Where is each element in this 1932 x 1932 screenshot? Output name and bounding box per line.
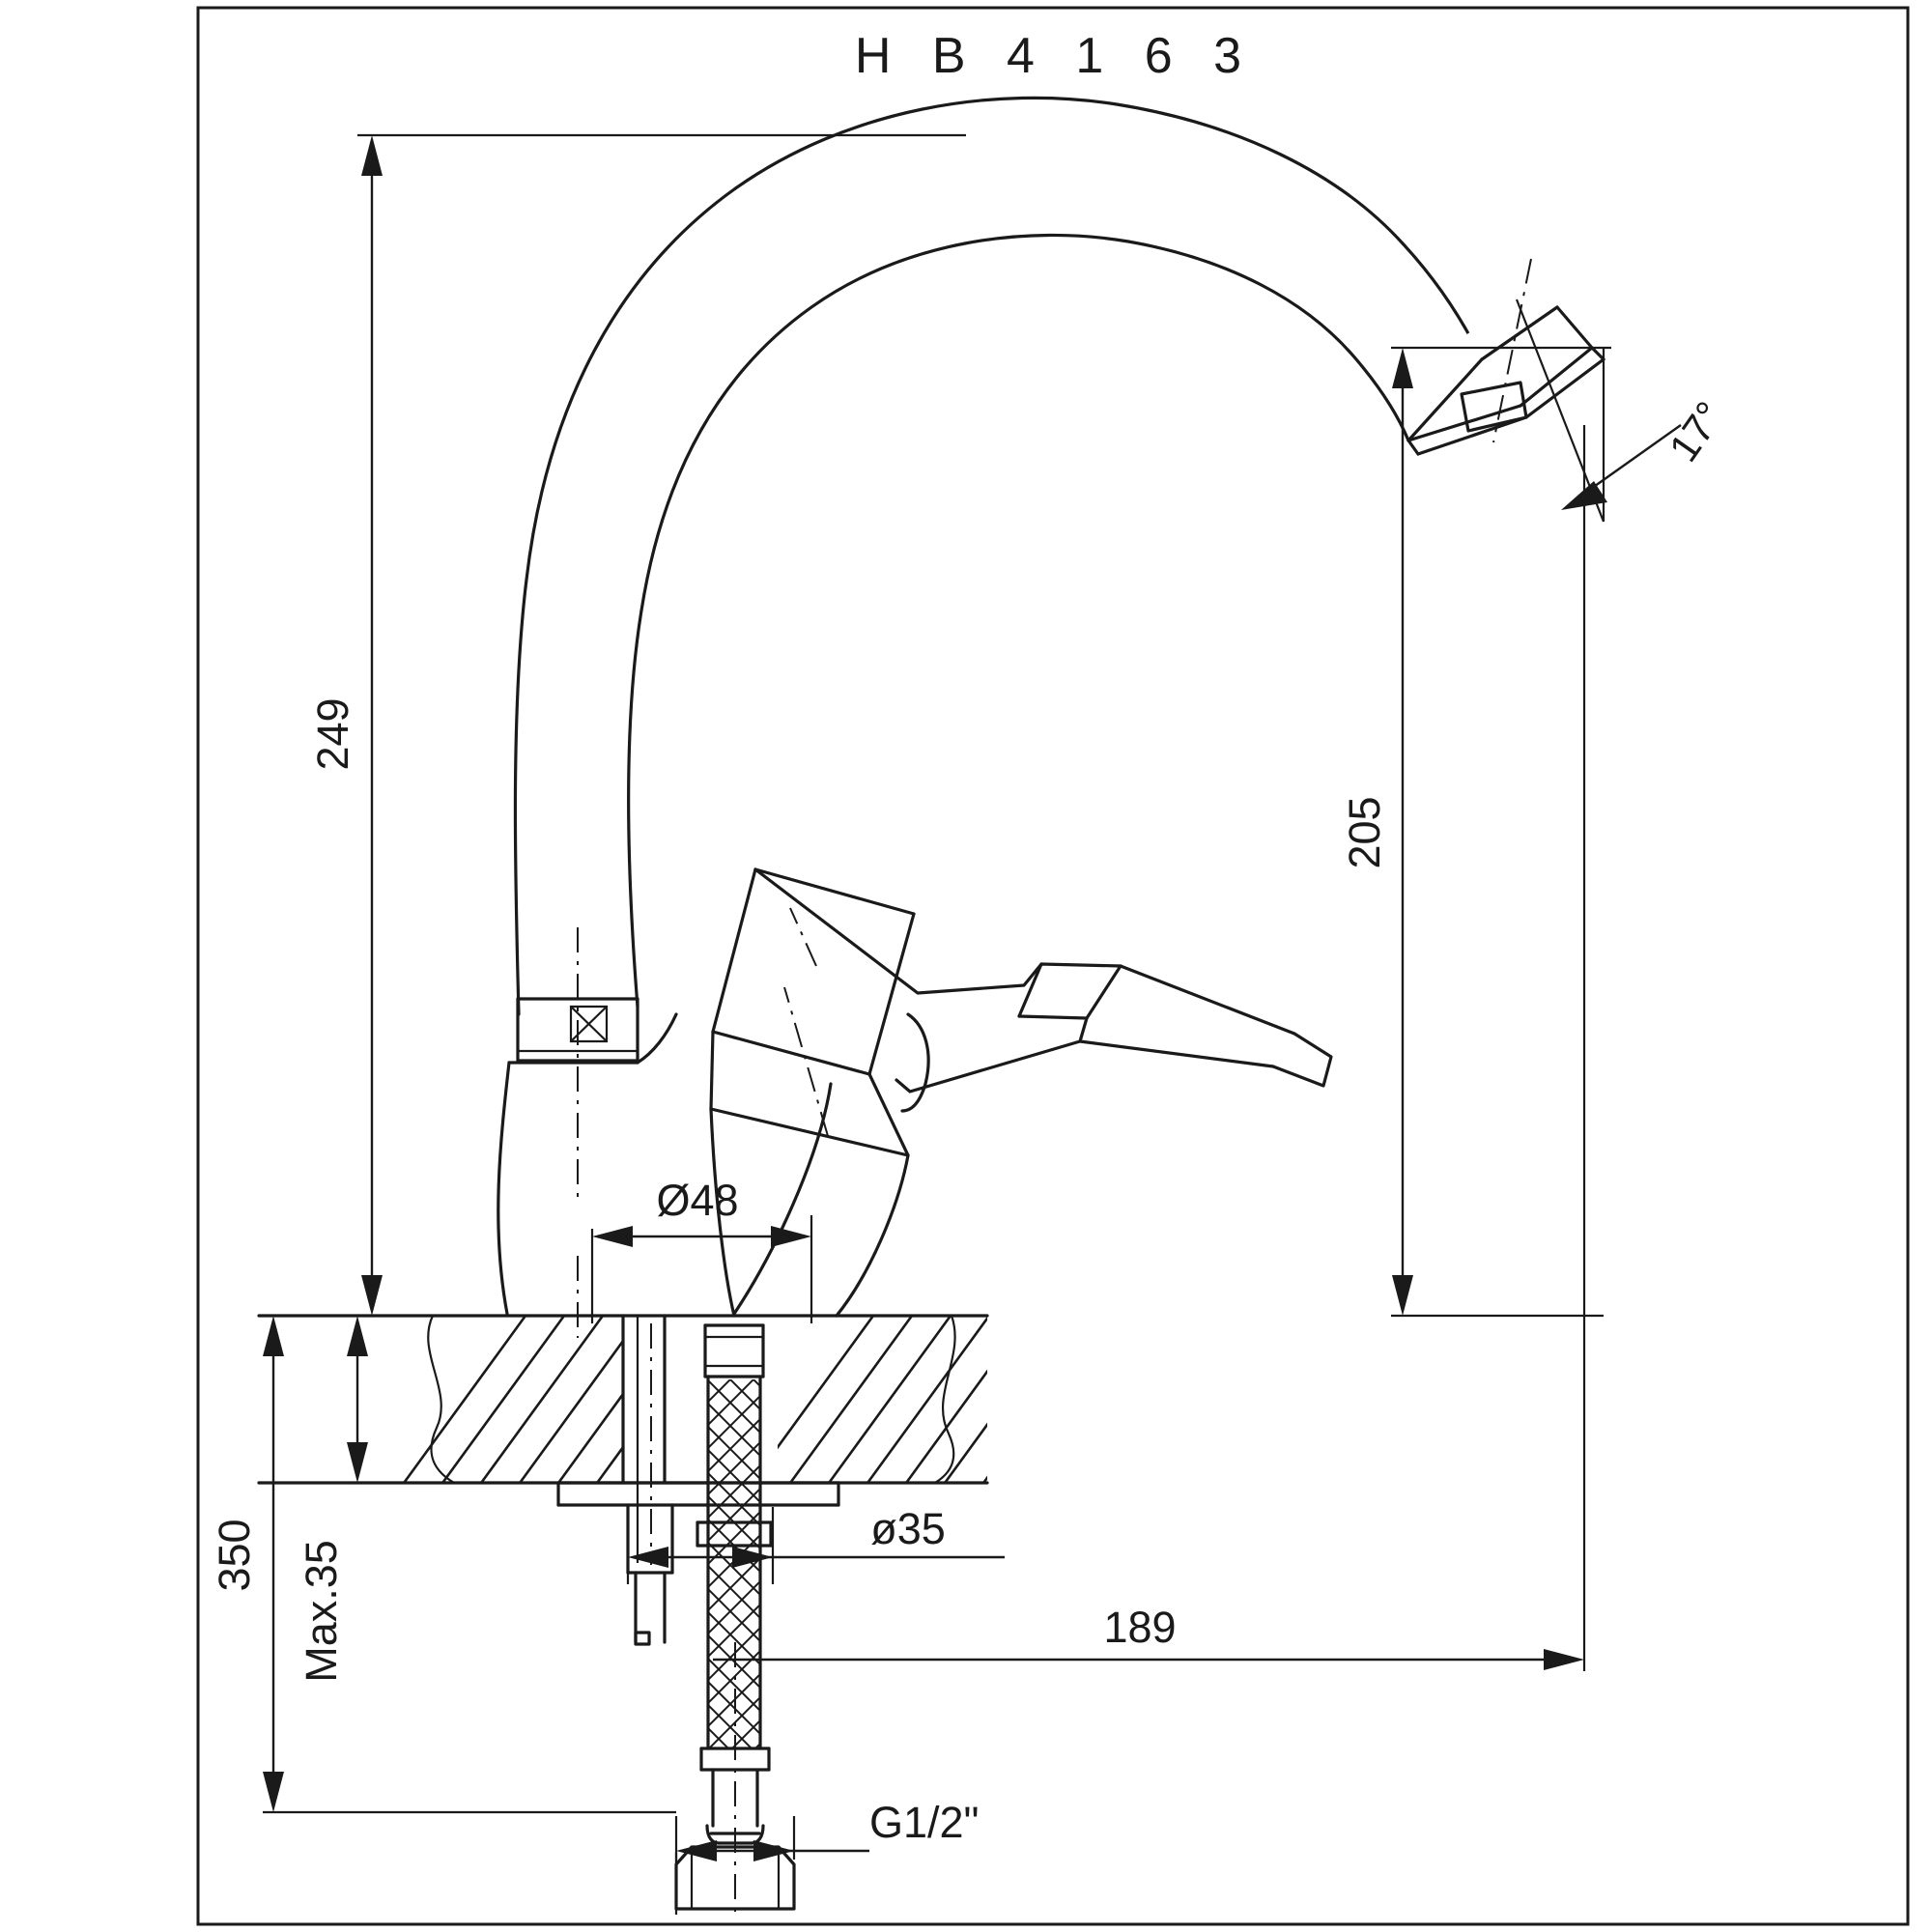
dimension-spout-reach: 189 (713, 425, 1586, 1671)
threaded-shank (556, 1314, 840, 1646)
dimension-height-overall: 249 (308, 133, 966, 1316)
dimension-label-189: 189 (1103, 1603, 1176, 1652)
dimension-hose-diameter: ø35 (626, 1504, 1005, 1584)
dimension-spout-height: 205 (1340, 346, 1611, 1318)
dimension-thread-size: G1/2" (674, 1798, 980, 1915)
braided-hose (674, 1323, 796, 1915)
aerator-outlet (1383, 258, 1605, 456)
dimension-base-diameter: Ø48 (590, 1176, 813, 1323)
dimension-counter-thickness: Max.35 (297, 1316, 560, 1683)
lever-handle (753, 867, 1333, 1113)
countertop-section (257, 1314, 989, 1485)
dimension-outlet-angle: 17° (1515, 298, 1733, 523)
dimension-label-205: 205 (1340, 796, 1389, 868)
dimension-label-17deg: 17° (1661, 393, 1733, 469)
dimension-label-g12: G1/2" (869, 1798, 980, 1847)
dimension-label-249: 249 (308, 697, 357, 770)
page-title: H B 4 1 6 3 (855, 28, 1255, 84)
tap-body (497, 927, 833, 1338)
dimension-label-350: 350 (210, 1519, 259, 1591)
spout-outline (513, 96, 1484, 1016)
cartridge-housing (709, 867, 916, 1318)
sheet-border (196, 6, 1910, 1926)
dimension-label-max35: Max.35 (297, 1540, 346, 1683)
dimension-label-d48: Ø48 (656, 1176, 738, 1225)
dimension-label-d35: ø35 (870, 1504, 946, 1553)
dimension-hose-length: 350 (210, 1316, 676, 1814)
